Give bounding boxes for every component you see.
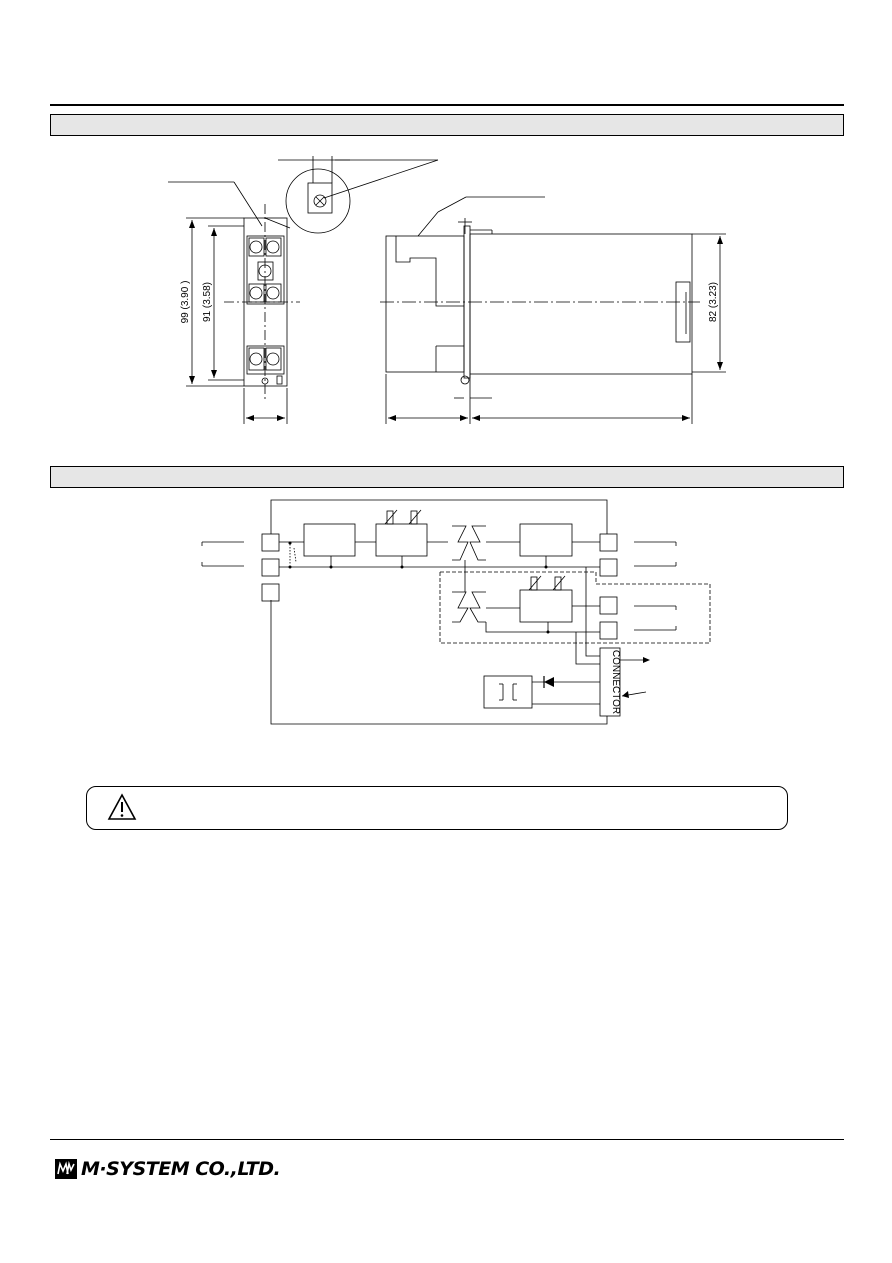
connector-label: CONNECTOR: [610, 650, 621, 714]
dim-height-label: 99 (3.90 ): [180, 281, 191, 324]
dim-side-height-label: 82 (3.23): [708, 282, 719, 322]
section-bar-dimensions: [50, 114, 844, 136]
block-diagram: [201, 499, 711, 725]
company-logo: M·SYSTEM CO.,LTD.: [55, 1157, 281, 1181]
caution-box: [86, 786, 788, 830]
section-bar-schematic: [50, 466, 844, 488]
warning-triangle-icon: [107, 793, 137, 820]
header-rule: [50, 104, 844, 106]
company-name: M·SYSTEM CO.,LTD.: [81, 1158, 281, 1180]
msystem-logo-icon: [55, 1159, 77, 1179]
dim-inner-height-label: 91 (3.58): [202, 282, 213, 322]
footer-rule: [50, 1139, 844, 1140]
side-view-front: [385, 235, 465, 373]
